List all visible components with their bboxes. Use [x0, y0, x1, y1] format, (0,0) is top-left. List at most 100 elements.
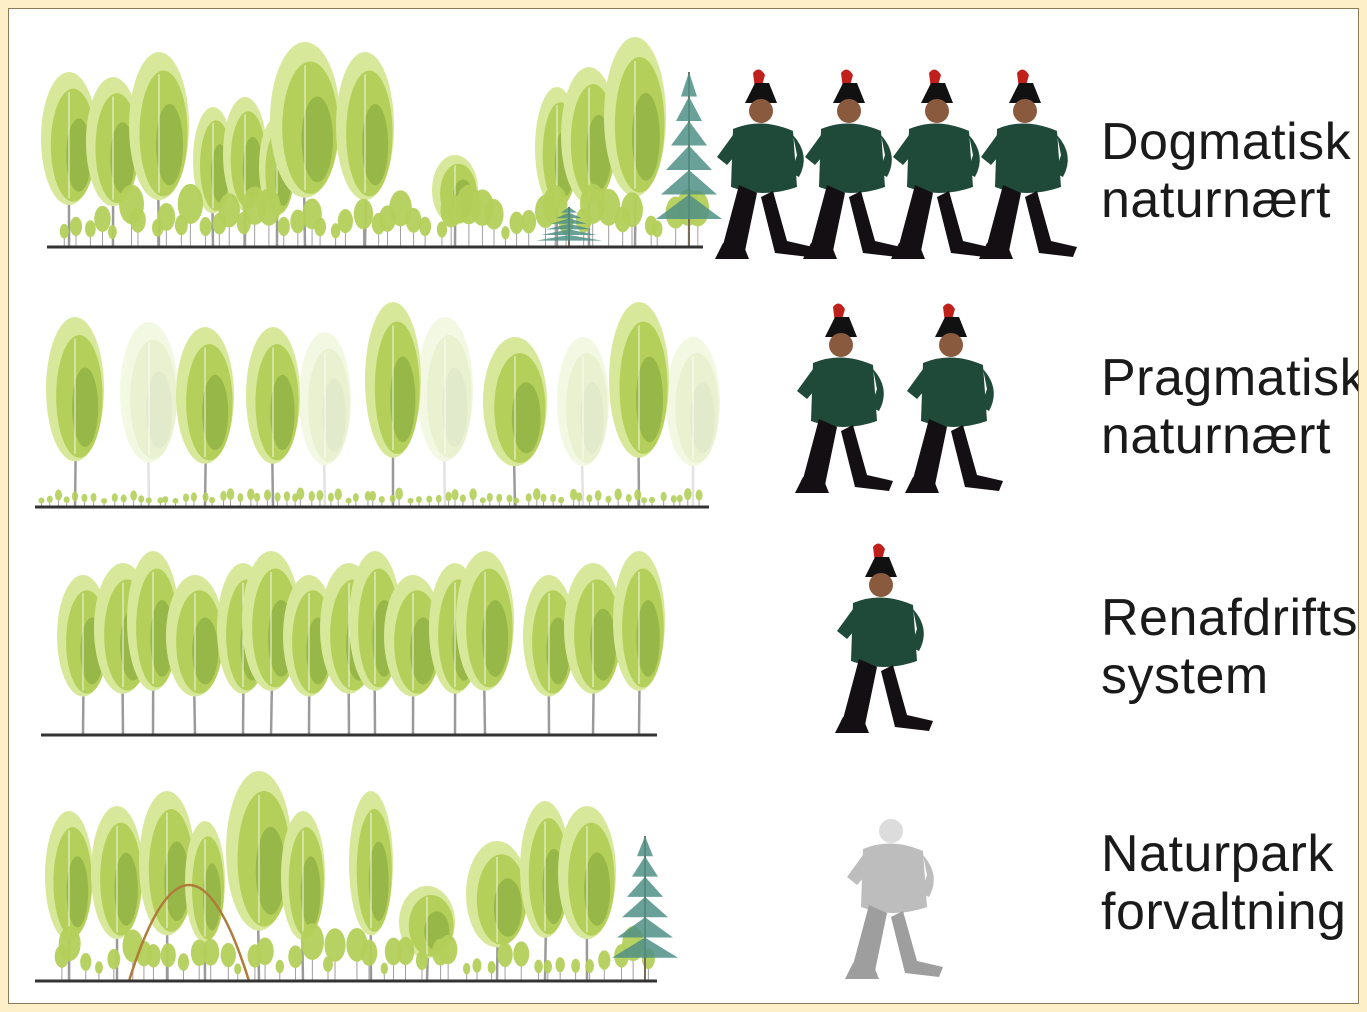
sapling [541, 494, 547, 507]
sapling [445, 492, 451, 507]
sapling [107, 949, 120, 981]
sapling [146, 944, 161, 981]
soldier-figure [795, 303, 893, 493]
sapling [138, 495, 144, 507]
sapling [614, 488, 621, 507]
soldier-group-naturepark [835, 789, 965, 989]
mature-tree [609, 302, 669, 507]
label-clearcut-line2: system [1101, 647, 1358, 705]
sapling [416, 496, 422, 507]
sapling [203, 492, 209, 507]
sapling [254, 493, 260, 507]
sapling [677, 495, 683, 507]
sapling [507, 495, 513, 507]
sapling [191, 492, 197, 507]
faded-tree [120, 322, 178, 507]
forest-illustration-pragmatic [9, 279, 729, 519]
sapling [221, 943, 236, 981]
forest-illustration-dogmatic [9, 9, 729, 269]
sapling [70, 217, 82, 247]
mature-tree [613, 551, 665, 735]
sapling [328, 493, 334, 507]
sapling [108, 225, 117, 247]
sapling [555, 957, 564, 981]
sapling [437, 221, 447, 247]
sapling [335, 488, 342, 507]
row-clearcut: Renafdrifts system [9, 529, 1358, 749]
sapling [605, 496, 611, 507]
sapling [397, 937, 415, 981]
sapling [381, 963, 388, 981]
sapling [183, 493, 189, 507]
row-pragmatic: Pragmatisk naturnært [9, 279, 1358, 519]
sapling [314, 217, 326, 247]
sapling [218, 193, 240, 247]
sapling [661, 492, 667, 507]
label-naturepark-line2: forvaltning [1101, 883, 1346, 941]
sapling [598, 950, 610, 981]
faded-tree [557, 337, 609, 507]
sapling [696, 490, 703, 507]
sapling [162, 496, 168, 507]
sapling [80, 953, 91, 981]
sapling [227, 488, 235, 507]
label-naturepark-line1: Naturpark [1101, 825, 1346, 883]
mature-tree [46, 317, 104, 507]
conifer-tree [656, 72, 722, 247]
sapling [95, 961, 103, 981]
soldier-figure [891, 69, 989, 259]
sapling [390, 495, 396, 507]
sapling [55, 490, 62, 507]
sapling [276, 960, 285, 981]
sapling [513, 941, 529, 981]
label-pragmatic-line1: Pragmatisk [1101, 349, 1359, 407]
mature-tree [456, 551, 514, 735]
row-dogmatic: Dogmatisk naturnært [9, 9, 1358, 269]
mature-tree [483, 337, 547, 507]
label-dogmatic: Dogmatisk naturnært [1101, 113, 1351, 229]
ghost-soldier-figure [845, 819, 943, 979]
sapling [354, 199, 373, 247]
sapling [237, 493, 243, 507]
sapling [509, 211, 523, 247]
sapling [64, 496, 70, 507]
sapling [469, 488, 476, 507]
faded-tree [417, 317, 473, 507]
sapling [47, 496, 53, 507]
mature-tree [365, 302, 421, 507]
sapling [72, 491, 78, 507]
soldier-figure [803, 69, 901, 259]
forest-illustration-naturepark [9, 749, 729, 999]
sapling [353, 493, 359, 507]
label-pragmatic: Pragmatisk naturnært [1101, 349, 1359, 465]
sapling [533, 488, 540, 507]
sapling [161, 943, 176, 981]
sapling [220, 491, 226, 507]
sapling [652, 220, 663, 247]
soldier-group-pragmatic [785, 303, 1015, 503]
sapling [178, 953, 189, 981]
sapling [439, 935, 457, 981]
soldier-figure [835, 543, 933, 733]
soldier-figure [715, 69, 813, 259]
figure-panel: Dogmatisk naturnært Pragmatisk naturnært… [8, 8, 1359, 1004]
sapling [463, 963, 470, 981]
sapling [526, 493, 532, 507]
sapling [278, 217, 290, 247]
sapling [496, 494, 502, 507]
mature-tree [399, 886, 455, 981]
sapling [288, 945, 302, 981]
sapling [484, 199, 503, 247]
sapling [626, 494, 632, 507]
sapling [570, 489, 577, 507]
sapling [488, 961, 496, 981]
sapling [317, 490, 324, 507]
sapling [586, 494, 592, 507]
sapling [460, 494, 466, 507]
sapling [91, 493, 97, 507]
sapling [234, 963, 241, 981]
sapling [60, 224, 69, 247]
sapling [436, 495, 442, 507]
sapling [395, 488, 403, 507]
label-dogmatic-line2: naturnært [1101, 171, 1351, 229]
